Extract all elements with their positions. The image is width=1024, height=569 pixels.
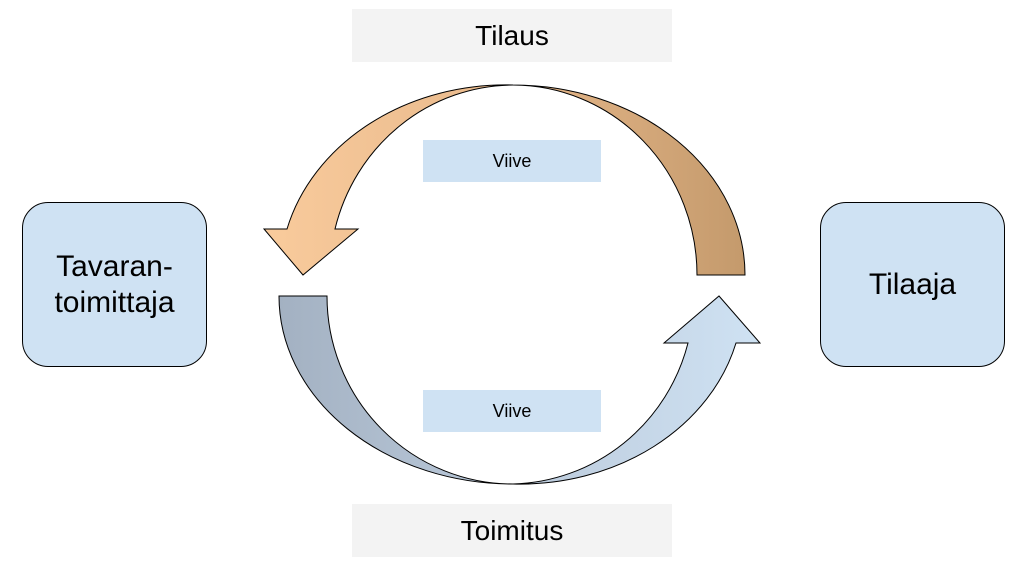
supplier-label: Tavaran- toimittaja: [54, 249, 175, 319]
supplier-box: Tavaran- toimittaja: [22, 202, 207, 367]
order-arrow: [262, 84, 746, 276]
delivery-label: Toimitus: [352, 504, 672, 557]
customer-box: Tilaaja: [820, 202, 1005, 367]
order-delay-label: Viive: [423, 140, 601, 182]
customer-label: Tilaaja: [868, 267, 957, 301]
order-label: Tilaus: [352, 9, 672, 62]
delivery-delay-label: Viive: [423, 390, 601, 432]
delivery-arrow: [278, 295, 762, 485]
